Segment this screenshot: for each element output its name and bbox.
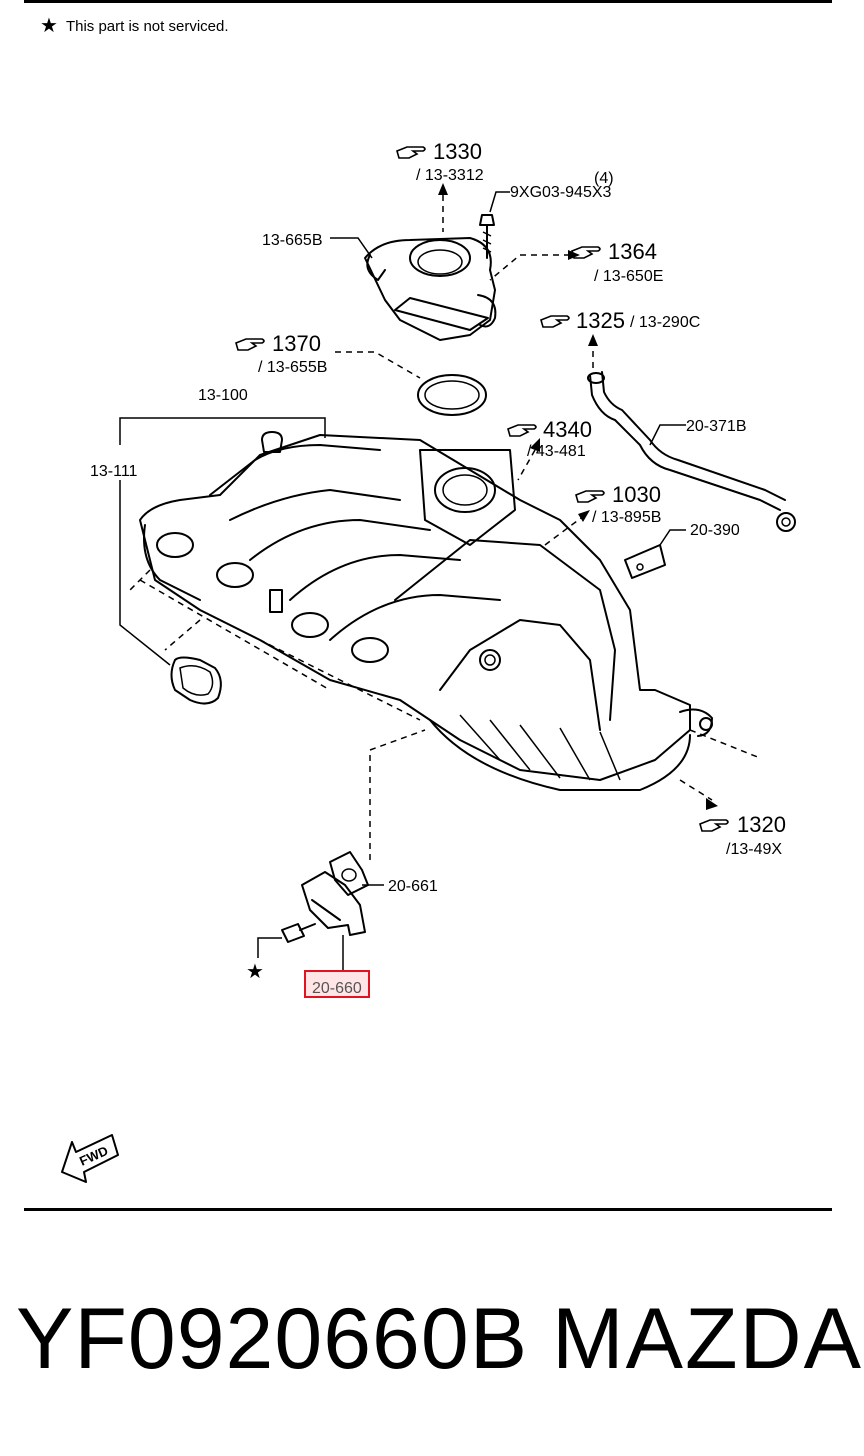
callout-1370-sub: / 13-655B [258,359,327,376]
leader-1364 [489,254,570,281]
label-qty4: (4) [594,170,614,187]
pointing-hand-icon [699,819,729,832]
throttle-body-bolt[interactable] [479,214,495,259]
callout-1030-sub: / 13-895B [592,509,661,526]
fwd-arrow-icon: FWD [61,1134,119,1183]
callout-1364: 1364 [608,239,657,264]
intake-manifold[interactable] [139,431,713,791]
parts-diagram: 1330 / 13-3312 (4) 9XG03-945X3 13-665B 1… [61,139,796,1183]
gasket-20-661[interactable] [329,851,369,896]
valve-20-660[interactable] [301,871,366,936]
leader-13-665B [330,237,373,259]
callout-1320: 1320 [737,812,786,837]
leader-1030 [544,514,586,546]
arrow-1030 [578,510,590,522]
arrow-1320 [706,798,718,810]
top-rule [24,0,832,3]
callout-1330: 1330 [433,139,482,164]
callout-1325: 1325 [576,308,625,333]
service-note: ★ This part is not serviced. [40,16,229,36]
label-20-661: 20-661 [388,878,438,895]
star-icon: ★ [40,15,58,37]
service-note-text: This part is not serviced. [65,17,229,35]
callout-4340-sub: / 43-481 [527,443,586,460]
leader-13-111 [119,480,171,666]
leader-1320 [679,729,761,801]
callout-4340: 4340 [543,417,592,442]
leader-star [257,937,282,958]
pointing-hand-icon [575,490,605,503]
leader-20-371B [649,424,686,446]
label-bolt: 9XG03-945X3 [510,184,612,201]
callout-1325-sub: / 13-290C [630,314,700,331]
leader-manifold-face [139,579,421,721]
throttle-body-gasket[interactable] [417,374,487,416]
label-13-100: 13-100 [198,387,248,404]
part-number: YF0920660B [16,1291,529,1387]
arrow-1325 [588,334,598,346]
valve-bolt[interactable] [281,923,316,943]
pointing-hand-icon [507,424,537,437]
arrow-4340 [530,438,540,452]
svg-text:FWD: FWD [77,1143,110,1169]
pointing-hand-icon [540,315,570,328]
pointing-hand-icon [396,146,426,159]
pointing-hand-icon [235,338,265,351]
arrow-1330 [438,183,448,195]
throttle-body[interactable] [364,237,497,341]
brand-name: MAZDA [552,1291,863,1387]
bracket-20-390[interactable] [624,544,666,579]
leader-valve [369,729,426,860]
label-20-390: 20-390 [690,522,740,539]
vacuum-hose[interactable] [587,371,796,532]
leader-20-390 [659,529,686,546]
bottom-rule [24,1208,832,1211]
star-icon: ★ [246,959,264,983]
label-13-665B: 13-665B [262,232,323,249]
callout-1364-sub: / 13-650E [594,268,663,285]
label-13-111: 13-111 [90,463,138,480]
leader-13-100 [119,417,326,445]
label-20-660[interactable]: 20-660 [312,980,362,997]
intake-manifold-gasket[interactable] [170,656,222,705]
leader-1370 [335,351,421,379]
callout-1330-sub: / 13-3312 [416,167,484,184]
callout-1370: 1370 [272,331,321,356]
highlight-box-20-660 [304,970,370,998]
callout-1320-sub: /13-49X [726,841,782,858]
leader-bolt [489,191,510,213]
arrow-1364 [568,250,580,260]
label-20-371B: 20-371B [686,418,747,435]
callout-1030: 1030 [612,482,661,507]
leader-4340 [517,449,536,481]
